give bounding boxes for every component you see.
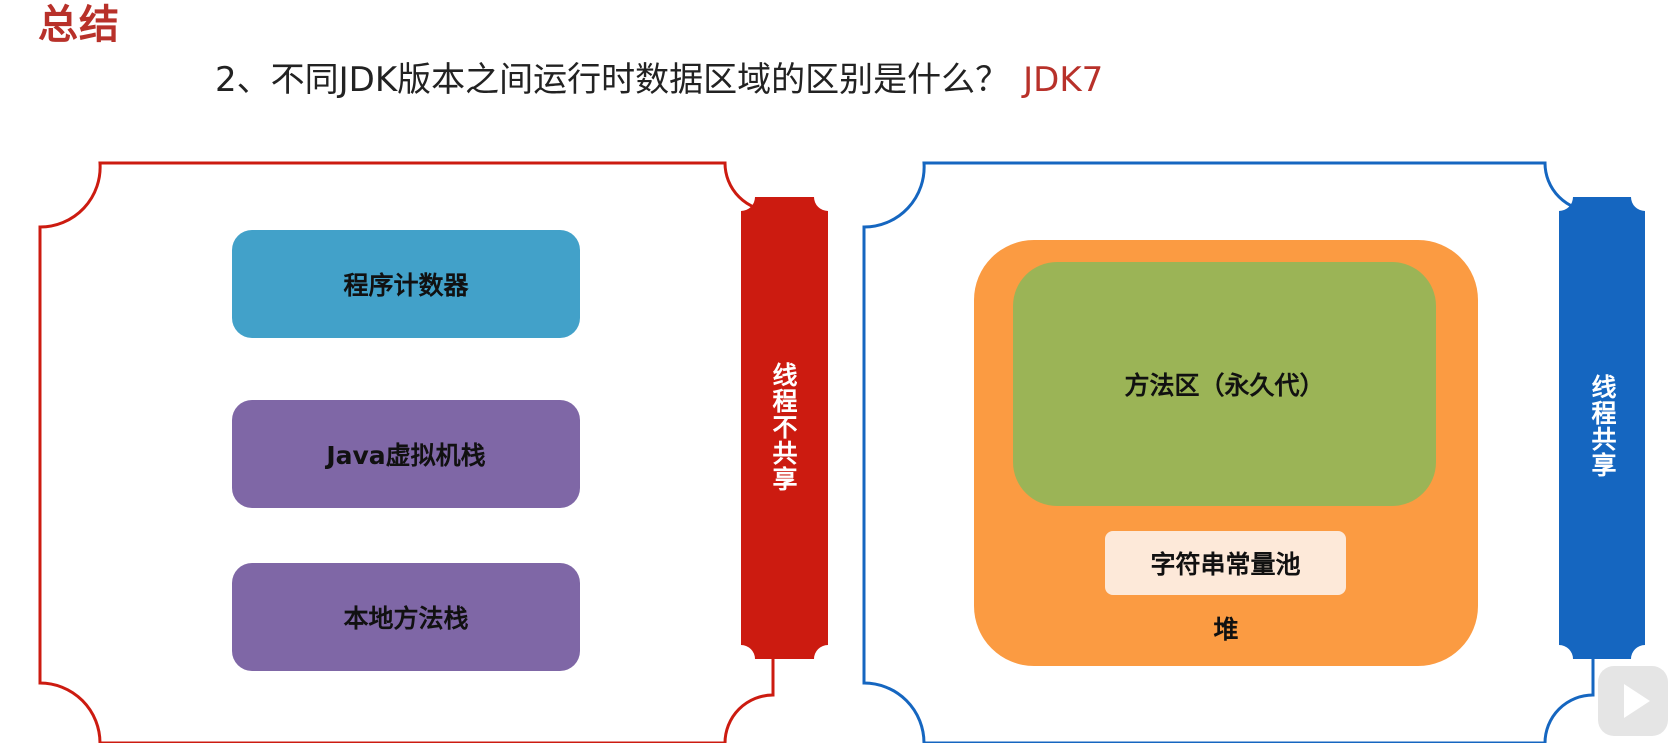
page-title: 总结 (38, 2, 120, 48)
jvm-stack-label: Java虚拟机栈 (326, 441, 486, 470)
play-icon (1624, 684, 1650, 718)
method-area-box: 方法区（永久代） (1013, 262, 1436, 506)
method-area-label: 方法区（永久代） (1124, 371, 1325, 400)
string-pool-label: 字符串常量池 (1150, 550, 1301, 579)
question-highlight: JDK7 (1023, 60, 1104, 100)
play-button[interactable] (1598, 666, 1668, 736)
question-text: 2、不同JDK版本之间运行时数据区域的区别是什么？ (215, 60, 1010, 100)
heap-label: 堆 (1213, 615, 1239, 644)
program-counter-label: 程序计数器 (343, 271, 469, 300)
thread-shared-label: 线程共享 (1588, 374, 1617, 478)
jvm-stack-box: Java虚拟机栈 (232, 400, 580, 508)
program-counter-box: 程序计数器 (232, 230, 580, 338)
thread-private-label: 线程不共享 (769, 362, 798, 492)
string-pool-box: 字符串常量池 (1105, 531, 1346, 595)
native-method-stack-label: 本地方法栈 (343, 604, 469, 633)
question-heading: 2、不同JDK版本之间运行时数据区域的区别是什么？ JDK7 (215, 52, 1103, 101)
left-side-bar (741, 197, 828, 659)
right-side-bar (1559, 197, 1645, 659)
native-method-stack-box: 本地方法栈 (232, 563, 580, 671)
